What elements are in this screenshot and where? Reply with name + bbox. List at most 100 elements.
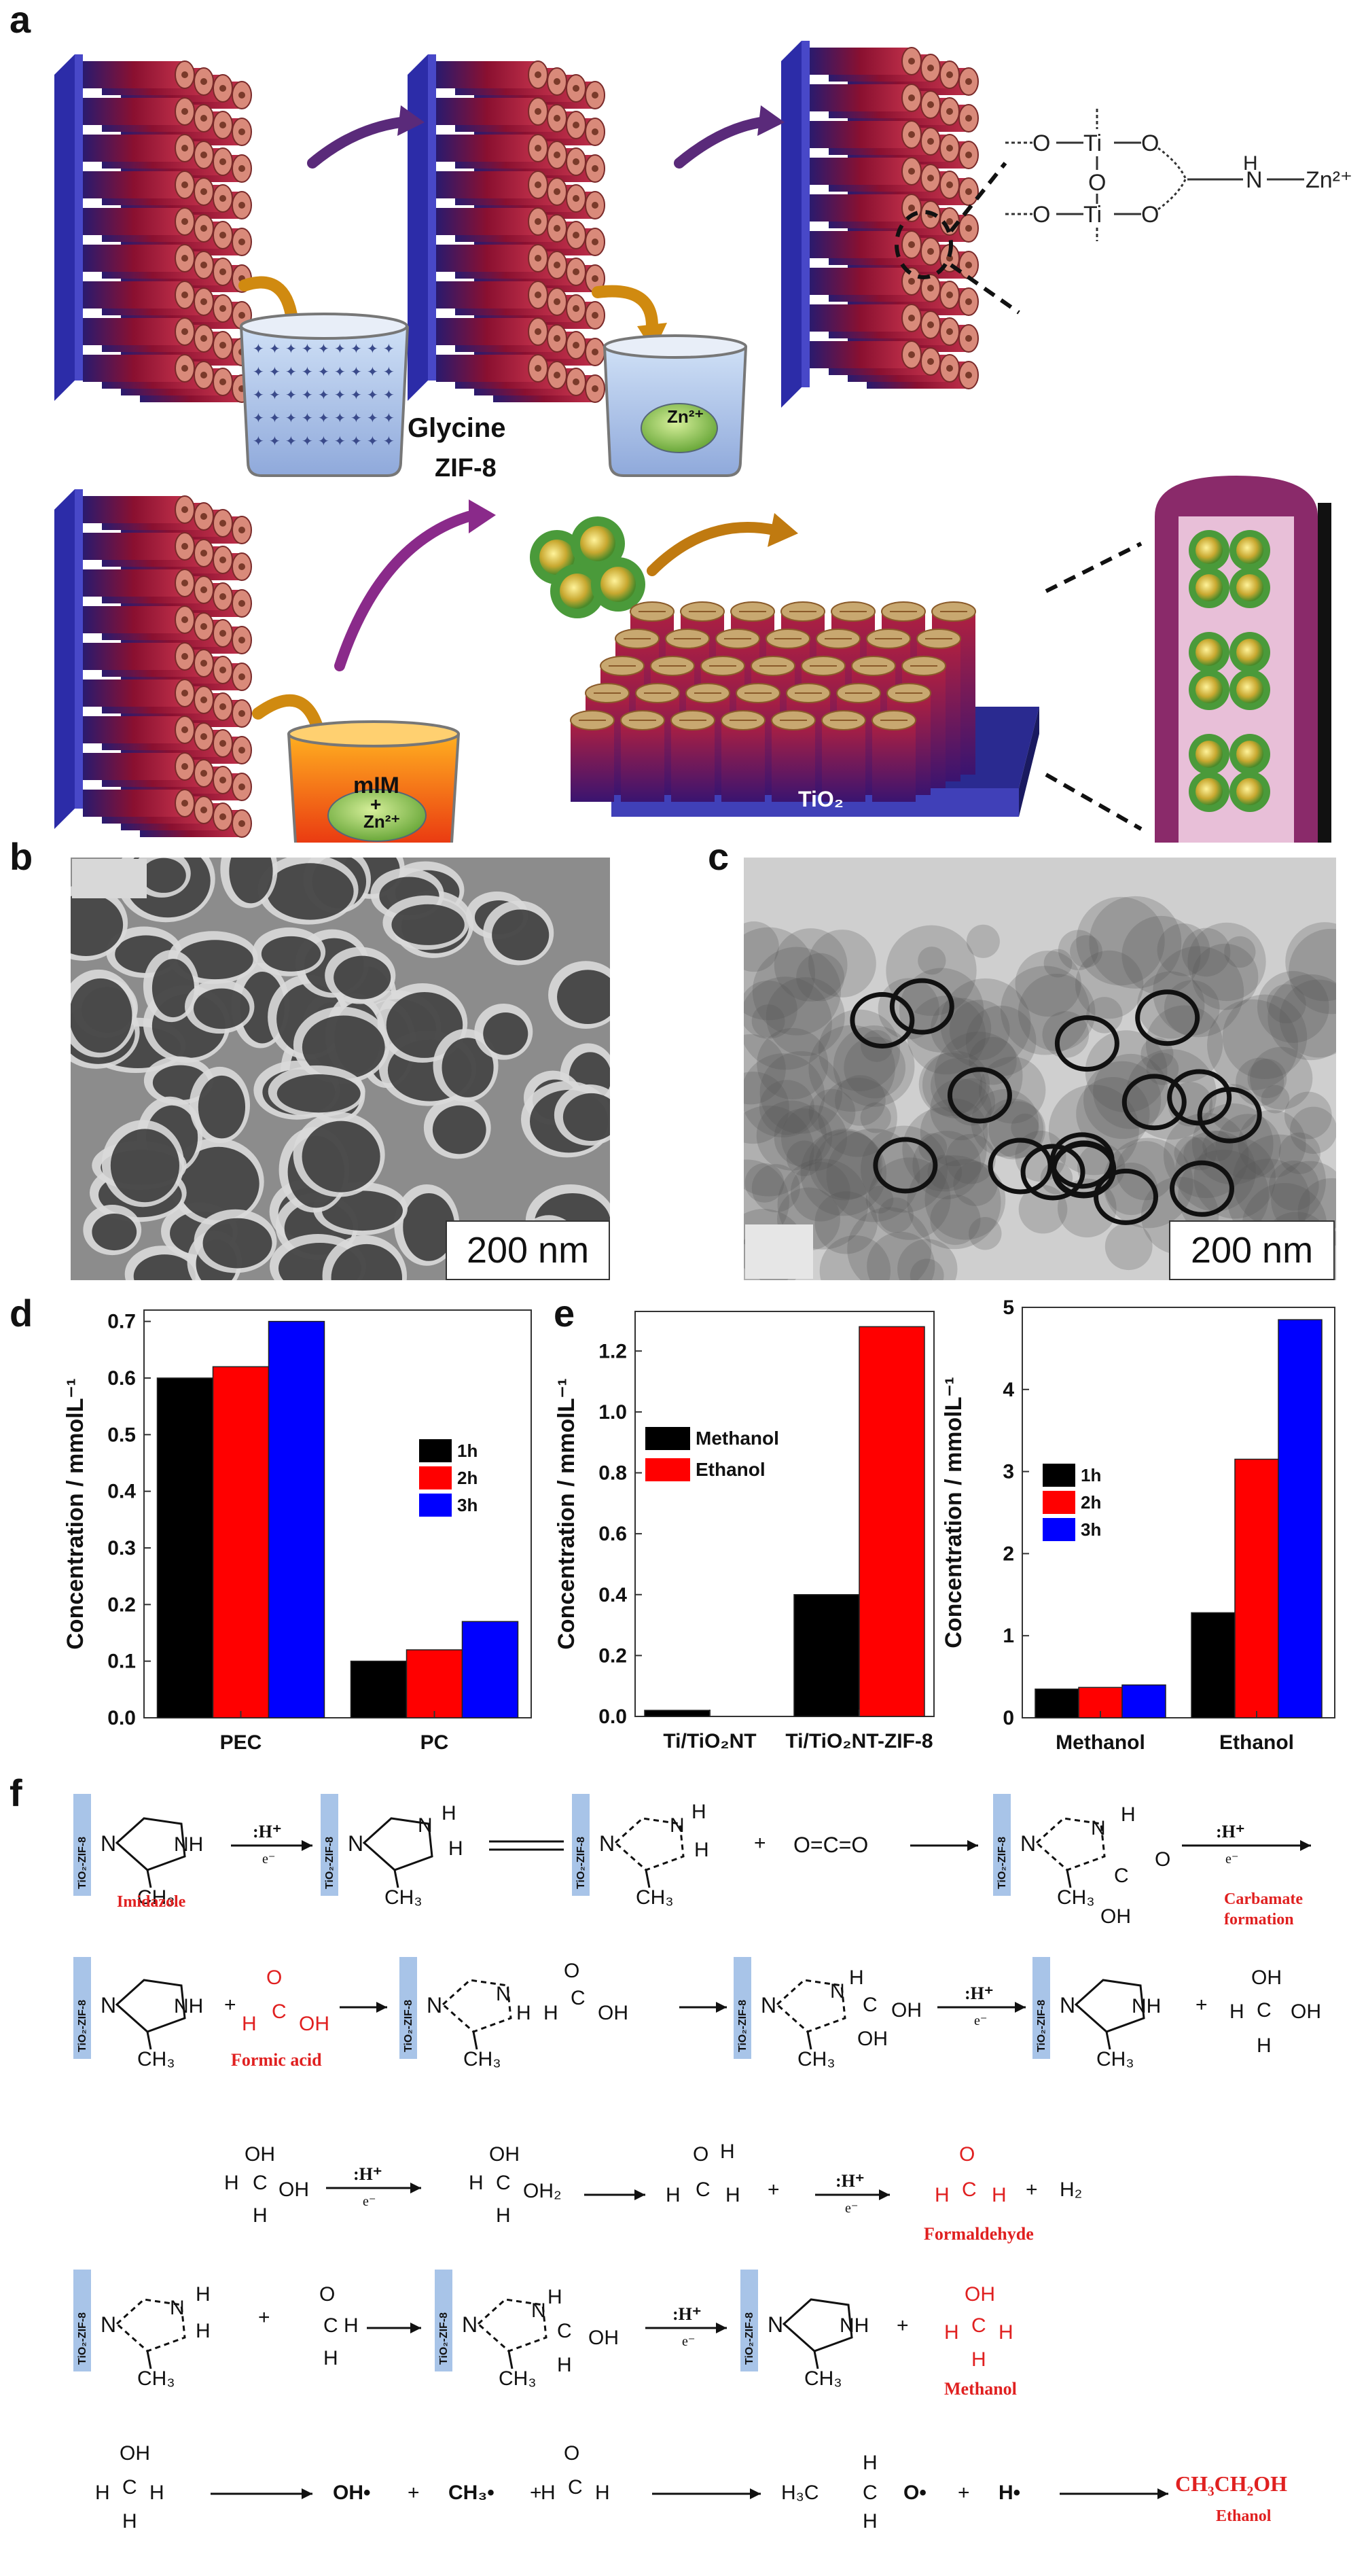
glycine-molecule: ✦ bbox=[269, 388, 281, 403]
sem-pore bbox=[334, 955, 391, 1000]
sem-pore bbox=[71, 894, 124, 956]
x-category-label: Ethanol bbox=[1219, 1731, 1294, 1754]
nanotube bbox=[83, 753, 185, 780]
nanotube bbox=[436, 355, 538, 382]
mech-text: OH bbox=[1100, 1905, 1131, 1928]
mech-text: O bbox=[1155, 1848, 1170, 1871]
nanotube-pore bbox=[219, 268, 226, 275]
zif8-label: ZIF-8 bbox=[435, 454, 497, 482]
tem-tube-ring bbox=[1020, 1144, 1085, 1201]
mech-text: + bbox=[958, 2482, 970, 2504]
nanotube bbox=[436, 171, 538, 198]
atom-n: N bbox=[348, 1831, 363, 1856]
nanotube-pore bbox=[554, 335, 560, 342]
glycine-molecule: ✦ bbox=[285, 411, 297, 426]
nanotube bbox=[83, 496, 185, 523]
mech-text: H bbox=[149, 2482, 164, 2504]
nanotube-pore bbox=[219, 122, 226, 128]
bar-2h-PC bbox=[406, 1649, 463, 1718]
mech-text: OH bbox=[299, 2013, 329, 2035]
nanotube-pore bbox=[238, 673, 245, 680]
nanotube-pore bbox=[238, 312, 245, 319]
imidazole-ring bbox=[782, 2298, 853, 2352]
tem-particle bbox=[1224, 936, 1256, 968]
zif8-core bbox=[580, 526, 615, 561]
glycine-molecule: ✦ bbox=[253, 434, 264, 449]
plot-frame bbox=[1022, 1307, 1335, 1718]
nanotube-pore bbox=[200, 550, 207, 557]
mech-text: :H⁺ bbox=[353, 2164, 382, 2184]
reaction-arrowhead bbox=[634, 2189, 645, 2200]
nanotube-pore bbox=[200, 152, 207, 158]
tem-particle bbox=[953, 1161, 998, 1206]
sem-image: 200 nm bbox=[71, 858, 610, 1280]
mech-text: O• bbox=[903, 2482, 927, 2504]
sem-pore bbox=[492, 909, 550, 961]
nanotube-pore bbox=[573, 122, 579, 128]
nanotube-pore bbox=[927, 285, 934, 292]
tem-particle bbox=[969, 1036, 1017, 1085]
nanotube-pore bbox=[238, 165, 245, 172]
nanotube-pore bbox=[219, 520, 226, 527]
y-tick-label: 0.3 bbox=[107, 1537, 136, 1559]
tem-particle bbox=[744, 1072, 789, 1144]
nanotube-pore bbox=[946, 181, 953, 188]
mech-text: OH bbox=[598, 2002, 628, 2024]
mech-text: H• bbox=[999, 2482, 1020, 2504]
sem-pore bbox=[261, 936, 321, 972]
glycine-molecule: ✦ bbox=[302, 411, 313, 426]
bar-Methanol-Ti/TiO₂NT bbox=[644, 1710, 711, 1717]
tem-particle bbox=[1145, 1005, 1223, 1082]
nanotube-pore bbox=[927, 175, 934, 181]
panel-label-b: b bbox=[10, 835, 33, 878]
mech-text: H bbox=[242, 2013, 257, 2035]
nanotube-pore bbox=[908, 94, 915, 101]
electrode bbox=[740, 2270, 758, 2371]
mech-text: H bbox=[95, 2482, 110, 2504]
nanotube-pore bbox=[219, 158, 226, 165]
glycine-molecule: ✦ bbox=[302, 365, 313, 380]
panel-label-f: f bbox=[10, 1771, 22, 1814]
sem-pore bbox=[229, 858, 273, 904]
mech-text: CH₃CH₂OH bbox=[1175, 2471, 1287, 2496]
mech-text: C bbox=[1114, 1865, 1129, 1887]
nanotube-pore bbox=[238, 637, 245, 643]
tem-particle bbox=[744, 981, 797, 1039]
mech-text: H bbox=[666, 2184, 681, 2206]
methyl: CH₃ bbox=[384, 1886, 423, 1909]
nanotube bbox=[810, 194, 912, 222]
tem-particle bbox=[1207, 999, 1298, 1091]
mech-text: Formaldehyde bbox=[924, 2224, 1034, 2244]
atom-n: N bbox=[101, 2312, 116, 2337]
nanotube-pore bbox=[927, 248, 934, 255]
electrode-label: TiO₂-ZIF-8 bbox=[77, 2000, 88, 2052]
glycine-molecule: ✦ bbox=[269, 342, 281, 357]
mech-text: N bbox=[170, 2297, 185, 2319]
mim-label: mIM bbox=[353, 773, 399, 798]
electrode-label: TiO₂-ZIF-8 bbox=[737, 2000, 749, 2052]
legend-swatch-Methanol bbox=[645, 1427, 690, 1450]
tem-particle bbox=[930, 1078, 992, 1141]
tem-tube-ring bbox=[988, 1137, 1053, 1195]
y-tick-label: 5 bbox=[1003, 1298, 1014, 1319]
legend-label-1h: 1h bbox=[1081, 1465, 1101, 1485]
nanotube-pore bbox=[927, 138, 934, 145]
bar-1h-Methanol bbox=[1035, 1688, 1079, 1718]
nanotube bbox=[83, 171, 185, 198]
nanotube bbox=[810, 268, 912, 295]
nanotube-pore bbox=[181, 108, 188, 115]
nanotube bbox=[810, 304, 912, 332]
zif8-core bbox=[560, 574, 595, 609]
nanotube-pore bbox=[200, 298, 207, 305]
y-axis-label: Concentration / mmolL⁻¹ bbox=[62, 1378, 88, 1650]
tem-particle bbox=[966, 924, 1000, 958]
imidazole-ring bbox=[1074, 1979, 1145, 2033]
legend-swatch-1h bbox=[1043, 1464, 1075, 1487]
nanotube bbox=[436, 281, 538, 308]
mech-text: H bbox=[442, 1802, 456, 1824]
glycine-molecule: ✦ bbox=[367, 365, 378, 380]
tem-particle bbox=[744, 1163, 785, 1203]
nanotube-pore bbox=[535, 71, 541, 78]
methyl: CH₃ bbox=[137, 2048, 175, 2070]
mech-text: OH bbox=[245, 2143, 275, 2166]
